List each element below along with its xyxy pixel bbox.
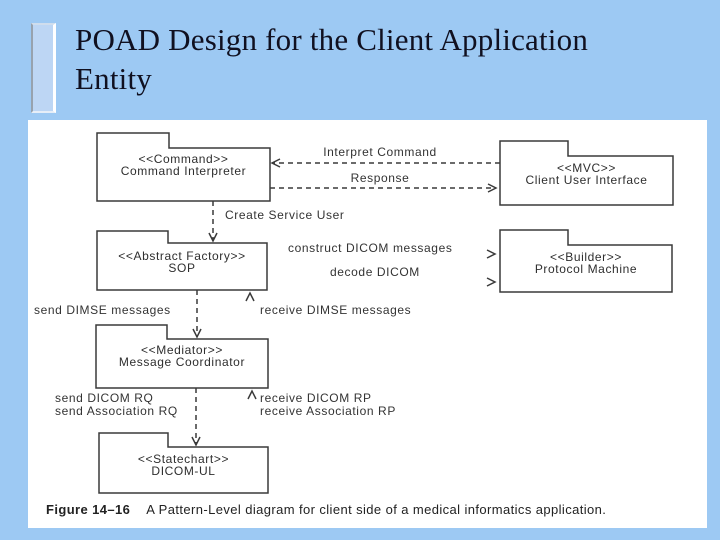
package-stereotype-command-interpreter: <<Command>>	[138, 152, 229, 166]
title-accent-bar	[31, 23, 56, 113]
send-dicom-rq-label: send DICOM RQ	[55, 391, 154, 405]
package-command-interpreter	[96, 132, 271, 202]
uml-diagram	[95, 132, 674, 494]
dicom-rq-line-arrowhead	[191, 436, 201, 447]
interpret-command-label: Interpret Command	[323, 145, 437, 159]
package-stereotype-sop: <<Abstract Factory>>	[118, 249, 246, 263]
send-dimse-label: send DIMSE messages	[34, 303, 171, 317]
package-stereotype-dicom-ul: <<Statechart>>	[137, 452, 230, 466]
decode-dicom-arrow	[486, 277, 497, 287]
construct-dicom-label: construct DICOM messages	[288, 241, 453, 255]
response-label: Response	[350, 171, 410, 185]
slide-title: POAD Design for the Client Application E…	[75, 22, 589, 96]
receive-dimse-arrow	[245, 291, 255, 302]
diagram-panel: <<Command>>Command Interpreter <<MVC>>Cli…	[28, 120, 707, 528]
package-name-sop: SOP	[168, 261, 196, 275]
response-line-arrowhead	[487, 183, 498, 193]
figure-caption-label: Figure 14–16	[46, 502, 131, 517]
interpret-command-line-arrowhead	[270, 158, 281, 168]
package-stereotype-message-coordinator: <<Mediator>>	[141, 343, 223, 357]
figure-caption-text: A Pattern-Level diagram for client side …	[146, 502, 607, 517]
receive-dimse-label: receive DIMSE messages	[260, 303, 412, 317]
package-name-command-interpreter: Command Interpreter	[120, 164, 247, 178]
receive-dicom-rp-arrow	[247, 389, 257, 400]
package-name-dicom-ul: DICOM-UL	[151, 464, 216, 478]
figure-caption: Figure 14–16 A Pattern-Level diagram for …	[46, 502, 696, 517]
construct-dicom-arrow	[486, 249, 497, 259]
create-service-user-label: Create Service User	[225, 208, 345, 222]
dimse-line-arrowhead	[192, 328, 202, 339]
package-stereotype-protocol-machine: <<Builder>>	[550, 250, 622, 264]
package-stereotype-client-user-interface: <<MVC>>	[557, 161, 616, 175]
package-message-coordinator	[95, 324, 269, 389]
package-protocol-machine	[499, 229, 673, 293]
package-name-protocol-machine: Protocol Machine	[534, 262, 638, 276]
receive-association-rp-label: receive Association RP	[260, 404, 396, 418]
create-service-user-line-arrowhead	[208, 232, 218, 243]
decode-dicom-label: decode DICOM	[330, 265, 420, 279]
package-name-message-coordinator: Message Coordinator	[118, 355, 246, 369]
send-association-rq-label: send Association RQ	[55, 404, 178, 418]
receive-dicom-rp-label: receive DICOM RP	[260, 391, 372, 405]
package-sop	[96, 230, 268, 291]
package-name-client-user-interface: Client User Interface	[525, 173, 648, 187]
package-client-user-interface	[499, 140, 674, 206]
package-dicom-ul	[98, 432, 269, 494]
